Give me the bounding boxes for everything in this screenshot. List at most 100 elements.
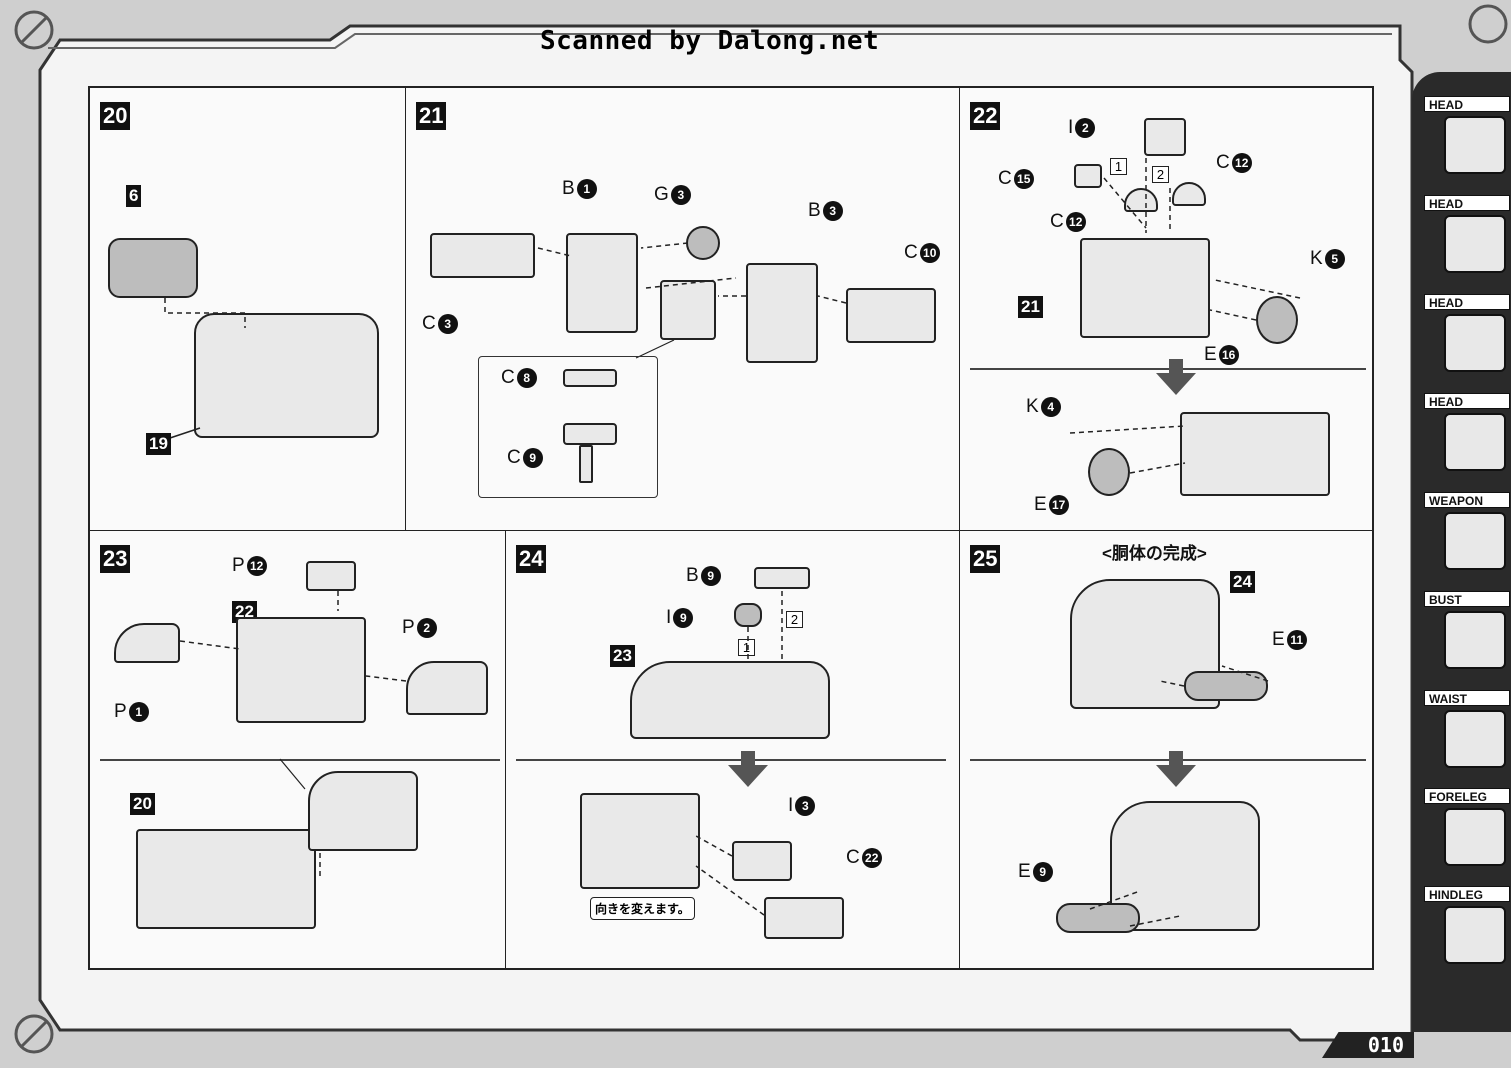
part-number: 9 xyxy=(1032,862,1053,882)
assembly-order: 1 xyxy=(1110,158,1127,175)
part-number: 1 xyxy=(128,702,149,722)
part-letter: B xyxy=(808,200,821,221)
assembly-guides xyxy=(1089,665,1269,927)
part-illustration xyxy=(580,793,700,889)
part-number: 17 xyxy=(1048,495,1069,515)
part-number: 3 xyxy=(795,796,816,816)
tab-label: HEAD xyxy=(1424,96,1510,112)
part-letter: G xyxy=(654,184,669,205)
part-illustration xyxy=(236,617,366,723)
tab-foreleg[interactable]: FORELEG xyxy=(1420,788,1511,874)
part-illustration xyxy=(764,897,844,939)
tab-head-2[interactable]: HEAD xyxy=(1420,195,1511,281)
part-letter: I xyxy=(1068,117,1074,138)
head-icon xyxy=(1444,215,1506,273)
part-letter: C xyxy=(1050,211,1064,232)
step-number: 24 xyxy=(516,545,547,573)
assembly-order: 2 xyxy=(1152,166,1169,183)
tab-label: HEAD xyxy=(1424,393,1510,409)
tab-head-1[interactable]: HEAD xyxy=(1420,96,1511,182)
tab-label: HEAD xyxy=(1424,195,1510,211)
part-number: 9 xyxy=(700,566,721,586)
subassembly-ref: 19 xyxy=(146,433,171,455)
part-number: 15 xyxy=(1013,169,1034,189)
part-letter: K xyxy=(1310,248,1323,269)
result-arrow-icon xyxy=(728,751,768,787)
part-illustration xyxy=(563,369,617,387)
part-illustration xyxy=(1056,903,1140,933)
part-number: 22 xyxy=(861,848,882,868)
part-number: 3 xyxy=(822,201,843,221)
part-illustration xyxy=(1172,182,1206,206)
part-letter: I xyxy=(666,607,672,628)
tab-weapon[interactable]: WEAPON xyxy=(1420,492,1511,578)
part-number: 4 xyxy=(1040,397,1061,417)
assembly-guides xyxy=(537,242,847,359)
assembly-order: 1 xyxy=(738,639,755,656)
part-illustration xyxy=(579,445,593,483)
part-number: 12 xyxy=(1231,153,1252,173)
head-icon xyxy=(1444,116,1506,174)
divider xyxy=(100,759,500,761)
scan-credit: Scanned by Dalong.net xyxy=(540,26,880,56)
part-illustration xyxy=(734,603,762,627)
part-letter: K xyxy=(1026,396,1039,417)
assembly-guides xyxy=(179,591,407,876)
subassembly-ref: 6 xyxy=(126,185,142,207)
foreleg-icon xyxy=(1444,808,1506,866)
tab-hindleg[interactable]: HINDLEG xyxy=(1420,886,1511,972)
part-illustration xyxy=(563,423,617,445)
bust-icon xyxy=(1444,611,1506,669)
assembly-guides xyxy=(1069,158,1301,474)
part-illustration xyxy=(1180,412,1330,496)
part-number: 5 xyxy=(1324,249,1345,269)
part-letter: E xyxy=(1034,494,1047,515)
part-number: 12 xyxy=(246,556,267,576)
part-letter: I xyxy=(788,795,794,816)
tab-label: WAIST xyxy=(1424,690,1510,706)
part-illustration xyxy=(1110,801,1260,931)
part-number: 2 xyxy=(416,618,437,638)
part-illustration xyxy=(306,561,356,591)
section-caption: <胴体の完成> xyxy=(1102,544,1207,563)
part-letter: E xyxy=(1272,629,1285,650)
step-number: 21 xyxy=(416,102,447,130)
tab-head-3[interactable]: HEAD xyxy=(1420,294,1511,380)
part-letter: C xyxy=(1216,152,1230,173)
part-number: 12 xyxy=(1065,212,1086,232)
part-letter: C xyxy=(904,242,918,263)
part-number: 10 xyxy=(919,243,940,263)
part-letter: P xyxy=(114,701,127,722)
part-letter: C xyxy=(998,168,1012,189)
part-number: 16 xyxy=(1218,345,1239,365)
tab-waist[interactable]: WAIST xyxy=(1420,690,1511,776)
part-letter: C xyxy=(507,447,521,468)
hindleg-icon xyxy=(1444,906,1506,964)
part-letter: C xyxy=(846,847,860,868)
step-number: 23 xyxy=(100,545,131,573)
part-letter: C xyxy=(422,313,436,334)
tab-bust[interactable]: BUST xyxy=(1420,591,1511,677)
part-illustration xyxy=(1184,671,1268,701)
part-number: 8 xyxy=(516,368,537,388)
tab-label: WEAPON xyxy=(1424,492,1510,508)
tab-head-4[interactable]: HEAD xyxy=(1420,393,1511,479)
part-illustration xyxy=(308,771,418,851)
part-illustration xyxy=(1256,296,1298,344)
part-letter: P xyxy=(402,617,415,638)
